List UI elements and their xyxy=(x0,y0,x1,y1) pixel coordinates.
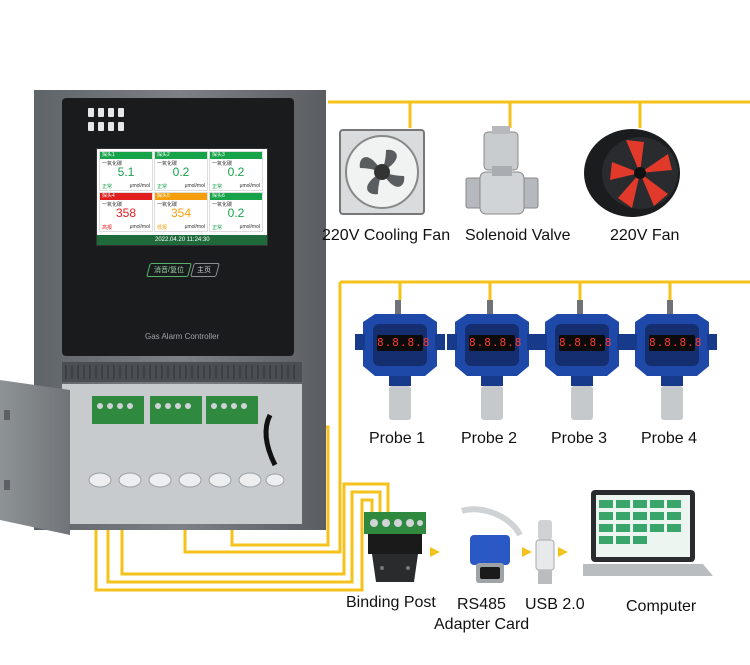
channel-header: 探头2 xyxy=(155,152,207,159)
solenoid-valve-icon xyxy=(465,126,539,215)
gas-probe-icon xyxy=(355,300,445,420)
usb-plug-icon xyxy=(535,520,555,584)
channel-value: 0.2 xyxy=(227,206,245,220)
arrow-icon xyxy=(522,547,532,557)
channel-unit: μmol/mol xyxy=(239,224,260,230)
probe-display: 8.8.8.8 xyxy=(649,336,703,349)
wire-probe-bus xyxy=(340,280,750,300)
channel-value: 0.2 xyxy=(227,165,245,179)
computer-label: Computer xyxy=(626,598,697,615)
wire-binding-2 xyxy=(106,427,382,584)
adapter-card-label: Adapter Card xyxy=(434,616,530,633)
channel-value: 358 xyxy=(115,206,137,220)
gas-probe-icon xyxy=(537,300,627,420)
gas-probe-icon xyxy=(627,300,717,420)
probe-label: Probe 1 xyxy=(368,430,426,447)
usb-label: USB 2.0 xyxy=(525,596,585,613)
arrow-icon xyxy=(430,547,440,557)
channel-gas: 一氧化碳 xyxy=(157,161,178,167)
channel-state: 正常 xyxy=(212,225,223,231)
rs485-label: RS485 xyxy=(457,596,506,613)
arrow-icon xyxy=(558,547,568,557)
channel-unit: μmol/mol xyxy=(239,183,260,189)
channel-header: 探头3 xyxy=(210,152,262,159)
channel-gas: 一氧化碳 xyxy=(157,202,178,208)
channel-state: 正常 xyxy=(102,184,113,190)
cooling-fan-icon xyxy=(339,129,425,215)
channel-unit: μmol/mol xyxy=(129,183,150,189)
probe-display: 8.8.8.8 xyxy=(377,336,431,349)
channel-header: 探头1 xyxy=(100,152,152,159)
probe-display: 8.8.8.8 xyxy=(559,336,613,349)
channel-gas: 一氧化碳 xyxy=(212,161,233,167)
channel-unit: μmol/mol xyxy=(184,224,205,230)
probe-label: Probe 4 xyxy=(640,430,698,447)
solenoid-valve-label: Solenoid Valve xyxy=(465,227,571,244)
channel-gas: 一氧化碳 xyxy=(212,202,233,208)
channel-state: 正常 xyxy=(157,184,168,190)
laptop-icon xyxy=(583,490,713,576)
channel-header: 探头6 xyxy=(210,193,262,200)
wire-binding-1 xyxy=(94,427,374,592)
channel-value: 0.2 xyxy=(172,165,190,179)
home-button[interactable]: 主页 xyxy=(190,263,220,277)
axial-fan-icon xyxy=(584,129,680,217)
mute-reset-button[interactable]: 消音/复位 xyxy=(146,263,192,277)
gas-probe-icon xyxy=(447,300,537,420)
rs485-adapter-icon xyxy=(461,506,523,583)
panel-label: Gas Alarm Controller xyxy=(145,332,220,341)
channel-state: 低报 xyxy=(157,225,168,231)
channel-gas: 一氧化碳 xyxy=(102,202,123,208)
binding-post-label: Binding Post xyxy=(346,594,436,611)
probe-display: 8.8.8.8 xyxy=(469,336,523,349)
binding-post-icon xyxy=(364,512,426,582)
channel-header: 探头5 xyxy=(155,193,207,200)
probe-label: Probe 3 xyxy=(550,430,608,447)
channel-unit: μmol/mol xyxy=(184,183,205,189)
wire-device-bus xyxy=(328,100,750,128)
wire-binding-3 xyxy=(120,427,390,576)
channel-header: 探头4 xyxy=(100,193,152,200)
channel-state: 正常 xyxy=(212,184,223,190)
cooling-fan-label: 220V Cooling Fan xyxy=(322,227,451,244)
probe-label: Probe 2 xyxy=(460,430,518,447)
screen-datetime: 2022.04.20 11:24:30 xyxy=(155,237,210,243)
channel-unit: μmol/mol xyxy=(129,224,150,230)
channel-value: 5.1 xyxy=(117,165,135,179)
channel-value: 354 xyxy=(170,206,192,220)
channel-state: 高报 xyxy=(102,225,113,231)
status-bar: 2022.04.20 11:24:30 xyxy=(97,235,267,245)
channel-gas: 一氧化碳 xyxy=(102,161,123,167)
fan-label: 220V Fan xyxy=(610,227,680,244)
flow-arrows xyxy=(430,547,568,557)
